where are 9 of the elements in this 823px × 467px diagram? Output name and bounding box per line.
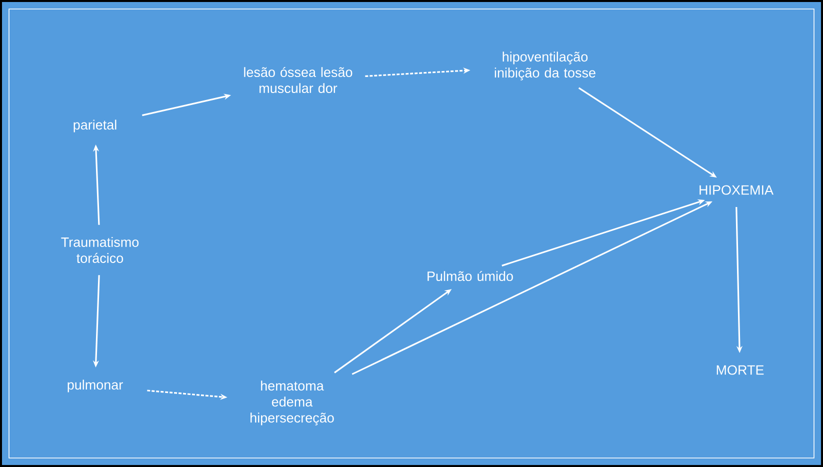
node-text: lesão óssea lesão muscular dor [244,66,352,94]
node-text: HIPOXEMIA [700,185,774,195]
node-text: parietal [74,120,116,132]
node-text: hematoma edema hipersecreção [250,380,334,426]
node-text: Pulmão úmido [428,270,513,282]
node-text: hipoventilação inibição da tosse [494,52,596,80]
node-text: MORTE [716,365,764,375]
node-text: Traumatismo torácico [61,237,139,263]
node-text: pulmonar [68,380,123,392]
